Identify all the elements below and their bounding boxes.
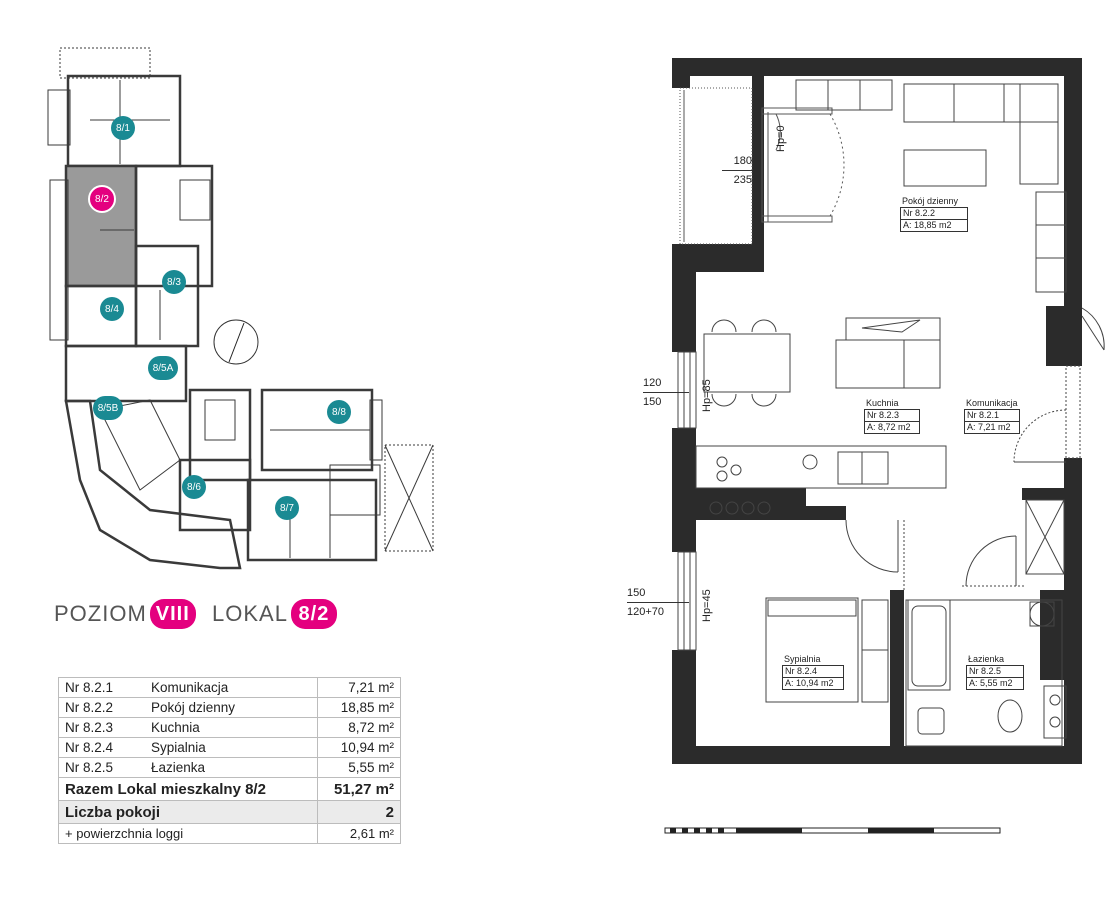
rooms-label: Liczba pokoji <box>58 800 318 824</box>
unit-marker-8-8[interactable]: 8/8 <box>327 400 351 424</box>
unit-heading: LOKAL 8/2 <box>212 597 337 631</box>
room-label-kitchen: Kuchnia Nr 8.2.3 A: 8,72 m2 <box>864 398 920 434</box>
room-title: Łazienka <box>968 654 1005 664</box>
total-value: 51,27 m² <box>317 777 401 801</box>
room-label-bedroom: Sypialnia Nr 8.2.4 A: 10,94 m2 <box>782 654 844 690</box>
rooms-row: Liczba pokoji 2 <box>58 800 401 824</box>
room-area: A: 7,21 m2 <box>964 422 1020 434</box>
window-dim-3: 150 120+70 <box>627 584 689 621</box>
room-number: Nr 8.2.1 <box>964 409 1020 422</box>
window-dim-bottom: 120+70 <box>627 606 665 618</box>
room-number: Nr 8.2.4 <box>782 665 844 678</box>
unit-marker-8-1[interactable]: 8/1 <box>111 116 135 140</box>
level-label: POZIOM <box>54 601 147 626</box>
loggia-row: + powierzchnia loggi 2,61 m² <box>58 823 401 844</box>
room-title: Sypialnia <box>784 654 821 664</box>
loggia-label: + powierzchnia loggi <box>58 823 318 844</box>
window-sill-height: Hp=45 <box>701 589 713 622</box>
level-badge: VIII <box>149 599 196 629</box>
room-label-hall: Komunikacja Nr 8.2.1 A: 7,21 m2 <box>964 398 1020 434</box>
table-row: Nr 8.2.4 Sypialnia 10,94 m² <box>58 737 401 758</box>
room-number: Nr 8.2.3 <box>864 409 920 422</box>
unit-badge: 8/2 <box>290 599 337 629</box>
room-title: Komunikacja <box>966 398 1018 408</box>
area-summary-table: Nr 8.2.1 Komunikacja 7,21 m² Nr 8.2.2 Po… <box>58 677 401 844</box>
room-area: 10,94 m² <box>317 737 401 758</box>
window-dim-bottom: 235 <box>733 174 752 186</box>
table-row: Nr 8.2.2 Pokój dzienny 18,85 m² <box>58 697 401 718</box>
room-number: Nr 8.2.4 <box>58 737 145 758</box>
room-area: A: 5,55 m2 <box>966 678 1024 690</box>
room-title: Kuchnia <box>866 398 899 408</box>
window-dim-2: 120 150 <box>643 374 689 411</box>
unit-label: LOKAL <box>212 601 288 626</box>
window-dim-top: 150 <box>627 584 689 603</box>
walls <box>672 58 1082 764</box>
room-area: A: 10,94 m2 <box>782 678 844 690</box>
room-area: A: 18,85 m2 <box>900 220 968 232</box>
room-label-bathroom: Łazienka Nr 8.2.5 A: 5,55 m2 <box>966 654 1024 690</box>
window-sill-height: Hp=85 <box>701 379 713 412</box>
level-heading: POZIOM VIII <box>54 597 196 631</box>
room-number: Nr 8.2.1 <box>58 677 145 698</box>
room-title: Pokój dzienny <box>902 196 959 206</box>
unit-marker-8-2[interactable]: 8/2 <box>88 185 116 213</box>
room-area: A: 8,72 m2 <box>864 422 920 434</box>
unit-marker-8-5b[interactable]: 8/5B <box>93 396 123 420</box>
room-label-living: Pokój dzienny Nr 8.2.2 A: 18,85 m2 <box>900 196 968 232</box>
window-dim-1: 180 235 <box>722 152 752 189</box>
room-area: 8,72 m² <box>317 717 401 738</box>
north-arrow-icon <box>213 319 259 365</box>
total-row: Razem Lokal mieszkalny 8/2 51,27 m² <box>58 777 401 801</box>
unit-marker-8-6[interactable]: 8/6 <box>182 475 206 499</box>
window-dim-top: 120 <box>643 374 689 393</box>
window-dim-top: 180 <box>722 152 752 171</box>
room-number: Nr 8.2.3 <box>58 717 145 738</box>
room-number: Nr 8.2.5 <box>966 665 1024 678</box>
table-row: Nr 8.2.3 Kuchnia 8,72 m² <box>58 717 401 738</box>
room-name: Pokój dzienny <box>145 697 318 718</box>
loggia-value: 2,61 m² <box>317 823 401 844</box>
window-sill-height: Hp=0 <box>775 125 787 152</box>
table-row: Nr 8.2.5 Łazienka 5,55 m² <box>58 757 401 778</box>
window-dim-bottom: 150 <box>643 396 662 408</box>
unit-marker-8-3[interactable]: 8/3 <box>162 270 186 294</box>
unit-marker-8-5a[interactable]: 8/5A <box>148 356 178 380</box>
scale-bar <box>664 827 1001 834</box>
room-number: Nr 8.2.2 <box>900 207 968 220</box>
unit-marker-8-4[interactable]: 8/4 <box>100 297 124 321</box>
unit-marker-8-7[interactable]: 8/7 <box>275 496 299 520</box>
